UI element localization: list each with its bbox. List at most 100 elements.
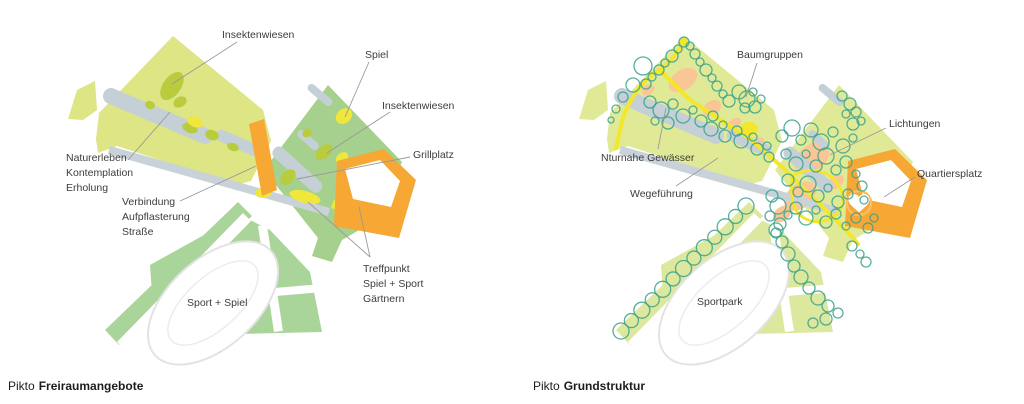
tree-circle <box>763 151 775 163</box>
tree-circle <box>795 134 807 146</box>
tree-circle <box>695 57 705 67</box>
tree-circle <box>856 180 868 192</box>
tree-circle <box>643 95 657 109</box>
label-erholung: Erholung <box>66 182 108 194</box>
left-caption-prefix: Pikto <box>8 379 35 393</box>
left-pictogram: Insektenwiesen Spiel Insektenwiesen Gril… <box>8 29 455 393</box>
tree-circle <box>780 148 792 160</box>
tree-circle <box>859 195 869 205</box>
right-leader-lines <box>657 62 916 198</box>
tree-circle <box>695 239 713 257</box>
leader-line <box>883 176 916 198</box>
leader-line <box>745 62 758 98</box>
tree-circle <box>718 89 728 99</box>
tree-circle <box>644 292 660 308</box>
leader-line <box>344 61 370 118</box>
tree-circle <box>694 114 708 128</box>
leader-line <box>307 201 371 258</box>
right-pictogram: Baumgruppen Lichtungen Nturnahe Gewässer… <box>533 36 982 393</box>
tree-circle <box>860 256 872 268</box>
tree-circle <box>718 120 728 130</box>
tree-circle <box>640 78 652 90</box>
label-sport-spiel: Sport + Spiel <box>187 297 247 309</box>
tree-circle <box>718 129 732 143</box>
heart-icon <box>848 194 870 213</box>
tree-circle <box>830 164 842 176</box>
tree-circle <box>733 133 749 149</box>
leader-line <box>358 206 371 258</box>
insect-meadow-patches <box>145 71 333 185</box>
label-insektenwiesen-1: Insektenwiesen <box>222 29 295 41</box>
tree-circle <box>716 218 734 236</box>
label-strasse: Straße <box>122 226 154 238</box>
tree-circle <box>737 197 755 215</box>
tree-circle <box>810 290 826 306</box>
tree-circle <box>819 215 833 229</box>
label-verbindung: Verbindung <box>122 196 175 208</box>
left-labels: Insektenwiesen Spiel Insektenwiesen Gril… <box>66 29 455 309</box>
tree-circle <box>707 110 719 122</box>
left-leader-lines <box>127 41 411 258</box>
tree-circle <box>738 90 756 108</box>
leader-line <box>829 127 887 156</box>
tree-circle <box>756 94 766 104</box>
tree-circle <box>811 205 821 215</box>
tree-circle <box>862 222 874 234</box>
tree-circle <box>843 97 857 111</box>
tree-circle <box>841 221 851 231</box>
label-spiel: Spiel <box>365 49 388 61</box>
tree-circle <box>707 229 723 245</box>
right-caption-prefix: Pikto <box>533 379 560 393</box>
tree-circle <box>673 44 683 54</box>
tree-circle <box>703 121 719 137</box>
tree-circle <box>660 58 670 68</box>
tree-circle <box>835 138 851 154</box>
tree-circle <box>769 197 787 215</box>
tree-circle <box>765 189 779 203</box>
leader-line <box>657 107 667 150</box>
tree-circle <box>727 208 744 225</box>
tree-circle <box>789 201 803 215</box>
leader-line <box>171 41 238 85</box>
label-gaertnern: Gärtnern <box>363 293 405 305</box>
tree-circle <box>686 250 702 266</box>
tree-circle <box>674 259 693 278</box>
tree-circle <box>739 102 751 114</box>
tree-circle <box>775 235 789 249</box>
tree-circle <box>652 101 670 119</box>
tree-circle <box>827 126 839 138</box>
tree-circle <box>839 155 853 169</box>
tree-circle <box>821 299 835 313</box>
label-treffpunkt: Treffpunkt <box>363 263 410 275</box>
tree-circle <box>807 317 819 329</box>
tree-circle <box>842 188 854 200</box>
tree-circles <box>607 36 879 340</box>
quartier-plaza <box>845 149 927 238</box>
tree-circle <box>787 259 801 273</box>
label-insektenwiesen-2: Insektenwiesen <box>382 100 455 112</box>
grill-plaza <box>334 149 416 238</box>
tree-circle <box>654 280 672 298</box>
tree-circle <box>665 271 681 287</box>
tree-circle <box>689 48 701 60</box>
tree-circle <box>798 210 814 226</box>
tree-circle <box>846 240 858 252</box>
tree-circle <box>633 56 653 76</box>
tree-circle <box>850 106 862 118</box>
tree-circle <box>819 312 833 326</box>
tree-circle <box>780 246 796 262</box>
label-baumgruppen: Baumgruppen <box>737 49 803 61</box>
label-naturnahe-gewaesser: Nturnahe Gewässer <box>601 152 695 164</box>
label-lichtungen: Lichtungen <box>889 118 941 130</box>
tree-circle <box>869 213 879 223</box>
tree-circle <box>653 64 665 76</box>
tree-circle <box>612 322 630 340</box>
tree-circle <box>801 149 811 159</box>
tree-circle <box>665 49 679 63</box>
tree-circle <box>764 210 776 222</box>
tree-circle <box>748 132 758 142</box>
tree-circle <box>748 87 758 97</box>
tree-circle <box>831 195 845 209</box>
tree-circle <box>832 307 844 319</box>
